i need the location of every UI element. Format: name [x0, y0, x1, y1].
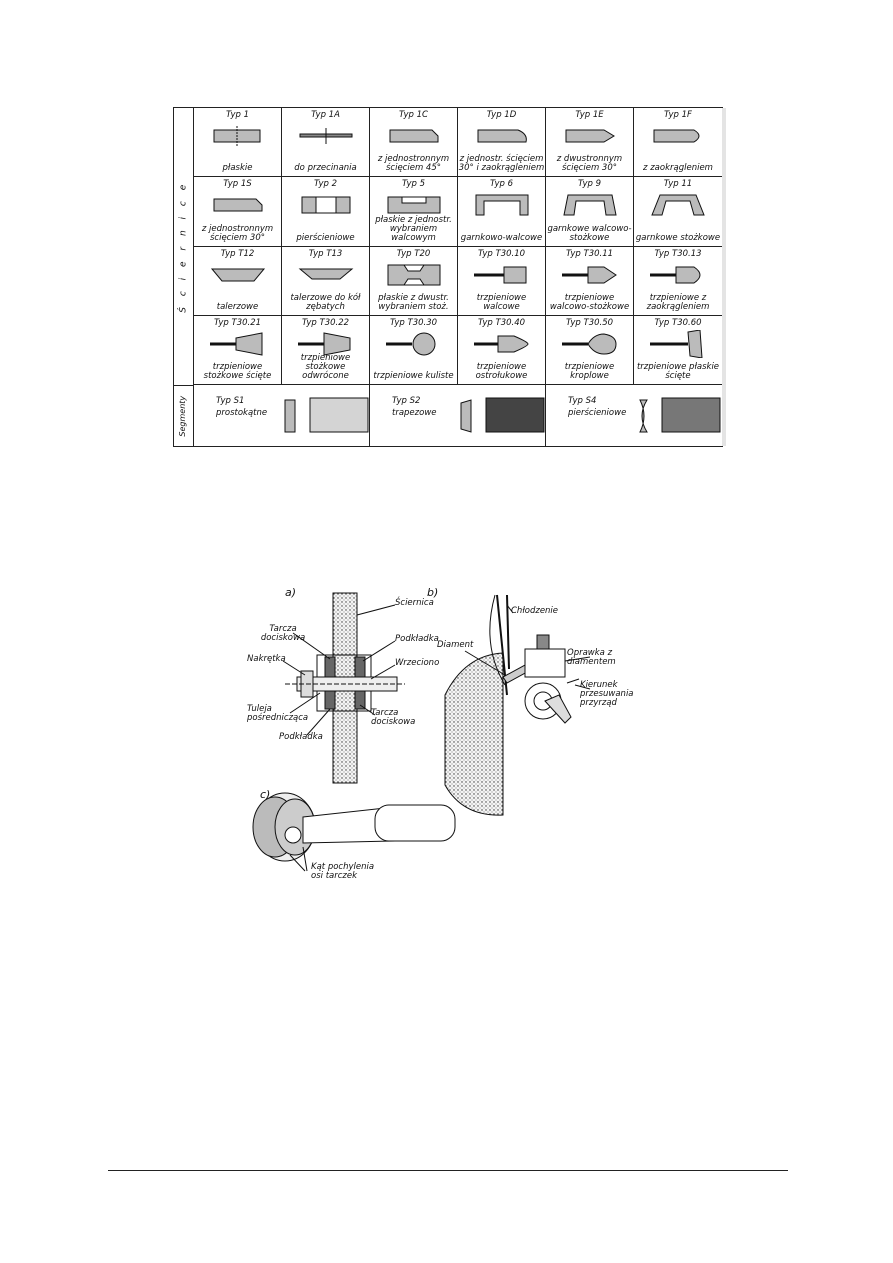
wheel-drawing-icon [299, 128, 353, 144]
wheel-types-grid: Typ 1 płaskie Typ 1A do przecinania Typ … [194, 108, 722, 385]
label-angle: Kąt pochylenia osi tarczek [311, 862, 375, 881]
wheel-drawing-icon [213, 126, 261, 146]
segment-face-icon [485, 397, 545, 433]
wheel-drawing-icon [474, 266, 527, 283]
table-cell: Typ T30.40 trzpieniowe ostrołukowe [458, 315, 546, 385]
table-cell: Typ S1 prostokątne [194, 385, 370, 447]
label-flange-bottom: Tarcza dociskowa [371, 708, 416, 727]
segment-end-icon [460, 399, 472, 433]
wheel-drawing-icon [650, 329, 703, 358]
segment-end-icon [639, 399, 648, 433]
table-cell: Typ 11 garnkowe stożkowe [634, 177, 722, 247]
wheel-drawing-icon [563, 194, 617, 216]
label-holder: Oprawka z diamentem [567, 648, 616, 667]
panel-a-label: a) [285, 586, 297, 599]
wheel-drawing-icon [474, 335, 529, 353]
segment-face-icon [309, 397, 369, 433]
wheel-drawing-icon [298, 268, 354, 279]
wheel-drawing-icon [387, 264, 441, 285]
side-label-wheels: Ś c i e r n i c e [174, 108, 194, 385]
table-cell: Typ S4 pierścieniowe [546, 385, 722, 447]
table-cell: Typ 2 pierścieniowe [282, 177, 370, 247]
label-sleeve: Tuleja pośrednicząca [247, 704, 309, 723]
wheel-drawing-icon [475, 194, 529, 216]
label-diamond: Diament [437, 640, 474, 650]
type-label: Typ 1 [226, 110, 249, 120]
mounting-dressing-drawing [252, 592, 591, 872]
wheel-drawing-icon [210, 268, 266, 281]
table-cell: Typ T30.11 trzpieniowe walcowo-stożkowe [546, 246, 634, 316]
table-cell: Typ T30.60 trzpieniowe płaskie ścięte [634, 316, 722, 385]
table-cell: Typ T30.10 trzpieniowe walcowe [458, 246, 546, 316]
wheel-drawing-icon [651, 194, 705, 216]
segment-end-icon [284, 399, 296, 433]
wheel-drawing-icon [562, 333, 617, 355]
wheel-drawing-icon [565, 129, 615, 143]
side-label-segments: Segmenty [174, 385, 194, 447]
table-cell: Typ T12 talerzowe [194, 246, 282, 316]
table-cell: Typ 5 płaskie z jednostr. wybraniem walc… [370, 177, 458, 247]
label-spindle: Wrzeciono [395, 658, 440, 668]
label-wheel: Ściernica [395, 598, 434, 608]
table-cell: Typ T30.30 trzpieniowe kuliste [370, 315, 458, 385]
wheel-drawing-icon [477, 129, 527, 143]
type-description: płaskie [222, 163, 253, 174]
wheel-drawing-icon [386, 332, 436, 356]
table-cell: Typ 1D z jednostr. ścięciem 30° i zaokrą… [458, 108, 546, 178]
panel-b-label: b) [427, 586, 439, 599]
table-cell: Typ T20 płaskie z dwustr. wybraniem stoż… [370, 246, 458, 316]
wheel-drawing-icon [298, 332, 351, 356]
wheel-drawing-icon [213, 198, 263, 212]
wheel-drawing-icon [650, 266, 701, 283]
table-cell: Typ 1S z jednostronnym ścięciem 30° [194, 177, 282, 247]
table-cell: Typ 1C z jednostronnym ścięciem 45° [370, 108, 458, 178]
wheel-drawing-icon [387, 196, 441, 214]
wheel-drawing-icon [210, 332, 263, 356]
wheel-drawing-icon [562, 266, 617, 283]
table-cell: Typ T30.13 trzpieniowe z zaokrągleniem [634, 247, 722, 316]
table-cell: Typ S2 trapezowe [370, 385, 546, 447]
wheel-drawing-icon [301, 196, 351, 214]
wheel-drawing-icon [389, 129, 439, 143]
label-direction: Kierunek przesuwania przyrząd [580, 680, 634, 708]
table-cell: Typ 1E z dwustronnym ścięciem 30° [546, 108, 634, 178]
segments-row: Typ S1 prostokątne Typ S2 trapezowe Typ … [194, 385, 722, 447]
label-washer-bottom: Podkładka [279, 732, 323, 742]
label-nut: Nakrętka [247, 654, 286, 664]
table-cell: Typ T30.50 trzpieniowe kroplowe [546, 315, 634, 385]
grinding-wheel-types-table: Ś c i e r n i c e Segmenty Typ 1 płaskie… [173, 107, 726, 447]
table-cell: Typ 1F z zaokrągleniem [634, 108, 722, 178]
table-cell: Typ T13 talerzowe do kół zębatych [282, 246, 370, 316]
segment-face-icon [661, 397, 721, 433]
grinding-setup-diagram: a) b) c) Ściernica Tarcza dociskowa Podk… [245, 585, 635, 885]
label-cooling: Chłodzenie [511, 606, 559, 616]
table-cell: Typ 6 garnkowo-walcowe [458, 177, 546, 247]
table-cell: Typ T30.21 trzpieniowe stożkowe ścięte [194, 315, 282, 385]
footer-rule [108, 1170, 788, 1171]
wheel-drawing-icon [653, 129, 700, 143]
table-cell: Typ T30.22 trzpieniowe stożkowe odwrócon… [282, 315, 370, 385]
table-cell: Typ 1A do przecinania [282, 108, 370, 178]
table-cell: Typ 1 płaskie [194, 108, 282, 178]
table-cell: Typ 9 garnkowe walcowo-stożkowe [546, 177, 634, 247]
label-flange-top: Tarcza dociskowa [260, 624, 306, 643]
panel-c-label: c) [260, 788, 271, 801]
label-washer-top: Podkładka [395, 634, 439, 644]
